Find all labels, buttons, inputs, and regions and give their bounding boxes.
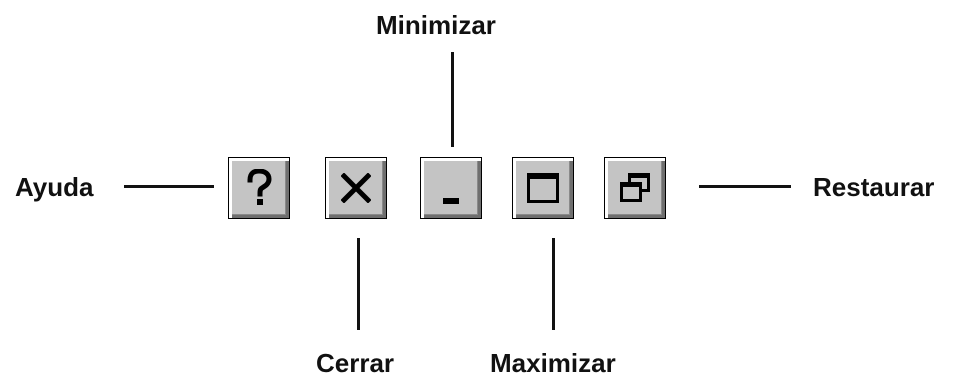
maximize-button[interactable] xyxy=(512,157,574,219)
close-icon xyxy=(326,158,386,218)
close-label: Cerrar xyxy=(316,348,395,378)
close-button[interactable] xyxy=(325,157,387,219)
restore-callout-line xyxy=(699,185,791,188)
question-mark-icon xyxy=(229,158,289,218)
help-label: Ayuda xyxy=(15,172,94,202)
close-callout-line xyxy=(357,238,360,330)
maximize-icon xyxy=(513,158,573,218)
minimize-icon xyxy=(421,158,481,218)
maximize-label: Maximizar xyxy=(490,348,616,378)
maximize-callout-line xyxy=(552,238,555,330)
restore-icon xyxy=(605,158,665,218)
restore-button[interactable] xyxy=(604,157,666,219)
restore-label: Restaurar xyxy=(813,172,935,202)
help-callout-line xyxy=(124,185,214,188)
minimize-label: Minimizar xyxy=(376,10,496,40)
minimize-button[interactable] xyxy=(420,157,482,219)
minimize-callout-line xyxy=(451,52,454,147)
help-button[interactable] xyxy=(228,157,290,219)
